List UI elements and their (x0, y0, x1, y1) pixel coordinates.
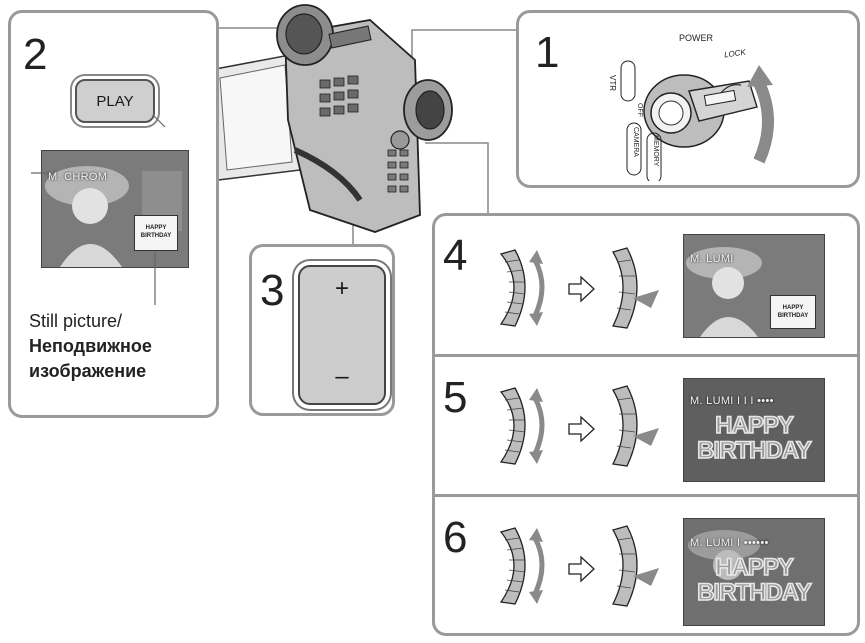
vtr-label: VTR (608, 75, 617, 91)
step2-stamp-line2: BIRTHDAY (140, 233, 172, 239)
step2-number: 2 (23, 30, 48, 79)
play-leader-line (152, 114, 166, 128)
power-label: POWER (679, 33, 714, 43)
step2-photo: M. CHROM HAPPY BIRTHDAY (41, 150, 189, 268)
step6-bday-line1: HAPPY (714, 554, 794, 581)
camcorder-illustration (209, 4, 453, 233)
step5-dial-press-icon (612, 385, 659, 467)
step2-osd-leader (31, 172, 49, 174)
minus-button[interactable]: – (335, 363, 349, 390)
step6-dial-press-icon (612, 525, 659, 607)
step5-number: 5 (443, 373, 468, 422)
step4-dial-press-icon (612, 247, 659, 329)
step4-stamp-line2: BIRTHDAY (777, 313, 809, 319)
step6-number: 6 (443, 513, 468, 562)
step2-caption-leader (154, 251, 156, 305)
step4-next-arrow-icon (568, 275, 595, 303)
step4-osd: M. LUMI (690, 253, 734, 265)
divider-4-5 (435, 354, 857, 357)
step5-dial-turn-icon (499, 387, 545, 465)
step5-photo: M. LUMI I I I •••• HAPPY BIRTHDAY (683, 378, 825, 482)
step3-panel: 3 + – (249, 244, 395, 416)
step6-dial-turn-icon (499, 527, 545, 605)
play-button[interactable]: PLAY (75, 79, 155, 123)
power-switch-illustration (620, 60, 774, 181)
step4-dial-turn-icon (499, 249, 545, 327)
camera-label: CAMERA (632, 127, 639, 157)
step2-stamp-line1: HAPPY (145, 225, 167, 231)
plus-button[interactable]: + (334, 275, 349, 302)
step5-osd: M. LUMI I I I •••• (690, 395, 774, 407)
plus-minus-buttons: + – (298, 265, 386, 405)
step6-photo-illustration (684, 519, 824, 625)
step6-bday-line2: BIRTHDAY (696, 579, 812, 607)
step1-panel: 1 POWER LOCK VTR OFF CAMERA MEMORY (516, 10, 860, 188)
caption-english: Still picture/ (29, 311, 123, 331)
steps-4-6-panel: 4 M. LUMI HAPPY BIRTHDAY 5 (432, 213, 860, 636)
caption-russian-line2: изображение (29, 361, 147, 381)
step5-birthday-text: HAPPY BIRTHDAY (684, 412, 824, 465)
step4-number: 4 (443, 231, 468, 280)
step4-photo-illustration (684, 235, 824, 337)
step4-stamp: HAPPY BIRTHDAY (770, 295, 816, 329)
step6-photo: M. LUMI I •••••• HAPPY BIRTHDAY (683, 518, 825, 626)
caption-russian-line1: Неподвижное (29, 336, 152, 356)
step5-bday-line1: HAPPY (714, 412, 794, 439)
step4-stamp-line1: HAPPY (782, 305, 804, 311)
step5-bday-line2: BIRTHDAY (696, 437, 812, 465)
step1-number: 1 (535, 28, 560, 77)
step6-osd: M. LUMI I •••••• (690, 537, 769, 549)
off-label: OFF (636, 103, 643, 117)
step5-next-arrow-icon (568, 415, 595, 443)
divider-5-6 (435, 494, 857, 497)
step6-next-arrow-icon (568, 555, 595, 583)
step2-osd: M. CHROM (48, 171, 108, 183)
step2-panel: 2 PLAY M. CHROM HAPPY BIRTHDAY Still pic… (8, 10, 219, 418)
step3-number: 3 (260, 266, 285, 315)
memory-label: MEMORY (652, 135, 659, 167)
still-picture-caption: Still picture/ Неподвижное изображение (29, 309, 219, 384)
step4-photo: M. LUMI HAPPY BIRTHDAY (683, 234, 825, 338)
step2-stamp: HAPPY BIRTHDAY (134, 215, 178, 251)
step6-birthday-text: HAPPY BIRTHDAY (684, 554, 824, 607)
